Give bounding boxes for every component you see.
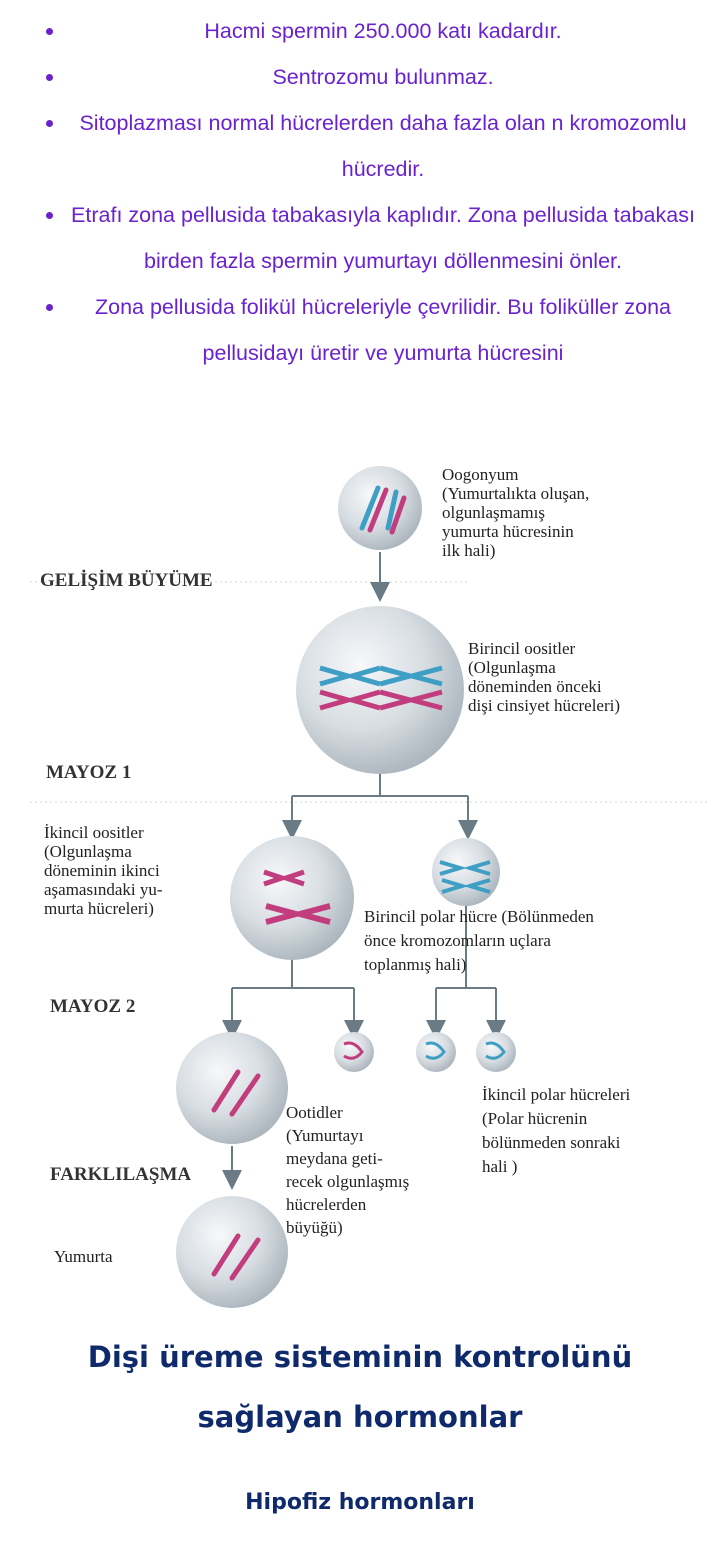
list-item: Etrafı zona pellusida tabakasıyla kaplıd…: [0, 192, 720, 284]
stage-label-differentiation: FARKLILAŞMA: [50, 1164, 191, 1185]
diagram-label-line: recek olgunlaşmış: [286, 1172, 409, 1191]
first-polar-body-cell: [432, 838, 500, 906]
second-polar-body-cell: [476, 1032, 516, 1072]
diagram-label-line: (Olgunlaşma: [468, 658, 556, 677]
list-item: Hacmi spermin 250.000 katı kadardır.: [0, 8, 720, 54]
bullet-dot-icon: [46, 28, 53, 35]
list-item-text: Etrafı zona pellusida tabakasıyla kaplıd…: [71, 203, 695, 273]
diagram-label-line: Ootidler: [286, 1103, 343, 1122]
diagram-label-line: yumurta hücresinin: [442, 522, 574, 541]
diagram-label-line: Yumurta: [54, 1247, 113, 1266]
diagram-label-line: (Olgunlaşma: [44, 842, 132, 861]
diagram-label-line: Birincil oositler: [468, 639, 576, 658]
oogonium-cell: [338, 466, 422, 550]
diagram-label-line: İkincil oositler: [44, 823, 144, 842]
stage-label-meiosis1: MAYOZ 1: [46, 762, 131, 783]
bullet-dot-icon: [46, 212, 53, 219]
diagram-label-line: (Polar hücrenin: [482, 1109, 588, 1128]
ovum-cell: [176, 1196, 288, 1308]
diagram-label-line: İkincil polar hücreleri: [482, 1085, 630, 1104]
bullet-list: Hacmi spermin 250.000 katı kadardır. Sen…: [0, 8, 720, 438]
second-polar-label: İkincil polar hücreleri (Polar hücrenin bö…: [482, 1085, 630, 1176]
first-polar-label: Birincil polar hücre (Bölünmeden önce kro…: [364, 907, 594, 974]
section-subtitle: Hipofiz hormonları: [245, 1490, 475, 1515]
diagram-label-line: olgunlaşmamış: [442, 503, 545, 522]
bullet-dot-icon: [46, 74, 53, 81]
ovum-label: Yumurta: [54, 1247, 113, 1266]
meiosis1-branch: [282, 774, 478, 840]
list-item: Sitoplazması normal hücrelerden daha faz…: [0, 100, 720, 192]
list-item-text: Sentrozomu bulunmaz.: [272, 65, 494, 89]
diagram-label-line: Oogonyum: [442, 465, 519, 484]
diagram-label-line: Birincil polar hücre (Bölünmeden: [364, 907, 594, 926]
diagram-label-line: ilk hali): [442, 541, 495, 560]
second-polar-body-cell: [416, 1032, 456, 1072]
section-title-line2: sağlayan hormonlar: [197, 1400, 523, 1434]
bullet-dot-icon: [46, 304, 53, 311]
diagram-label-line: döneminin ikinci: [44, 861, 160, 880]
list-item: Sentrozomu bulunmaz.: [0, 54, 720, 100]
diagram-label-line: bölünmeden sonraki: [482, 1133, 621, 1152]
diagram-label-line: toplanmış hali): [364, 955, 466, 974]
ootid-label: Ootidler (Yumurtayı meydana geti-recek olg…: [286, 1103, 409, 1237]
stage-label-meiosis2: MAYOZ 2: [50, 996, 135, 1017]
diagram-label-line: (Yumurtayı: [286, 1126, 364, 1145]
diagram-label-line: murta hücreleri): [44, 899, 154, 918]
ootid-cell: [176, 1032, 288, 1144]
list-item-text: Zona pellusida folikül hücreleriyle çevr…: [95, 295, 671, 365]
diagram-label-line: hali ): [482, 1157, 517, 1176]
section-title-line1: Dişi üreme sisteminin kontrolünü: [87, 1340, 633, 1374]
meiosis2-branch: [222, 906, 506, 1040]
diagram-label-line: (Yumurtalıkta oluşan,: [442, 484, 589, 503]
oogonium-label: Oogonyum(Yumurtalıkta oluşan,olgunlaşmam…: [442, 465, 589, 560]
list-item-text: Hacmi spermin 250.000 katı kadardır.: [204, 19, 562, 43]
stage-label-growth: GELİŞİM BÜYÜME: [40, 570, 213, 591]
diagram-label-line: aşamasındaki yu-: [44, 880, 163, 899]
secondary-oocyte-cell: [230, 836, 354, 960]
bullet-dot-icon: [46, 120, 53, 127]
list-item: Zona pellusida folikül hücreleriyle çevr…: [0, 284, 720, 376]
diagram-label-line: önce kromozomların uçlara: [364, 931, 551, 950]
diagram-label-line: büyüğü): [286, 1218, 343, 1237]
second-polar-body-cell: [334, 1032, 374, 1072]
primary-oocyte-cell: [296, 606, 464, 774]
list-item-text: Sitoplazması normal hücrelerden daha faz…: [79, 111, 687, 181]
diagram-label-line: döneminden önceki: [468, 677, 602, 696]
diagram-label-line: meydana geti-: [286, 1149, 383, 1168]
diagram-label-line: hücrelerden: [286, 1195, 367, 1214]
diagram-label-line: dişi cinsiyet hücreleri): [468, 696, 620, 715]
oogenesis-diagram: GELİŞİM BÜYÜME MAYOZ 1 MAYOZ 2 FARKLILAŞ…: [30, 465, 710, 1308]
